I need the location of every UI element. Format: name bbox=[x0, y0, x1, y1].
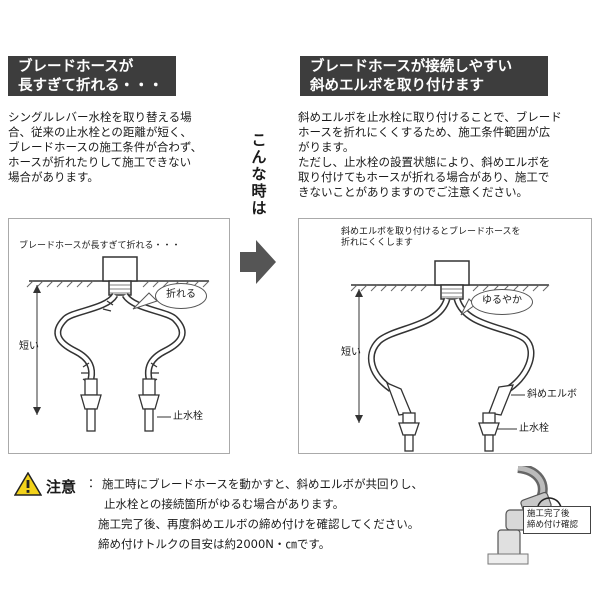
right-paragraph-line: がります。 bbox=[298, 140, 355, 154]
left-paragraph-line: ブレードホースの施工条件が合わず、 bbox=[8, 140, 203, 154]
bent-hose-illustration bbox=[26, 256, 210, 432]
left-paragraph-line: シングルレバー水栓を取り替える場 bbox=[8, 110, 192, 124]
warning-icon bbox=[14, 472, 42, 496]
left-paragraph: シングルレバー水栓を取り替える場 合、従来の止水栓との距離が短く、 ブレードホー… bbox=[8, 110, 202, 185]
right-paragraph-line: ただし、止水栓の設置状態により、斜めエルボを bbox=[298, 155, 551, 169]
inset-label-line: 施工完了後 bbox=[527, 509, 570, 519]
right-paragraph-line: 斜めエルボを止水栓に取り付けることで、ブレード bbox=[298, 110, 562, 124]
vertical-char: 時 bbox=[251, 182, 267, 200]
caption-line: 斜めエルボを取り付けるとブレードホースを bbox=[341, 227, 521, 237]
caution-line: 施工完了後、再度斜めエルボの締め付けを確認してください。 bbox=[98, 517, 420, 531]
left-diagram-caption: ブレードホースが長すぎて折れる・・・ bbox=[19, 241, 181, 251]
vertical-char: な bbox=[251, 165, 267, 183]
left-heading-line-1: ブレードホースが bbox=[18, 59, 134, 75]
vertical-char: こ bbox=[251, 131, 267, 149]
inset-label-line: 締め付け確認 bbox=[527, 520, 579, 530]
right-paragraph-line: 取り付けてもホースが折れる場合があり、施工で bbox=[298, 170, 550, 184]
right-paragraph: 斜めエルボを止水栓に取り付けることで、ブレード ホースを折れにくくするため、施工… bbox=[298, 110, 562, 200]
left-diagram: ブレードホースが長すぎて折れる・・・ 折れる 短い 止水栓 bbox=[8, 218, 230, 454]
elbow-hose-illustration bbox=[350, 260, 550, 452]
vertical-label: こ ん な 時 は bbox=[246, 132, 272, 217]
caution-colon: ： bbox=[88, 476, 101, 490]
vertical-char: は bbox=[251, 199, 267, 217]
right-paragraph-line: ホースを折れにくくするため、施工条件範囲が広 bbox=[298, 125, 551, 139]
right-arrow-icon bbox=[240, 240, 276, 284]
right-diagram-caption: 斜めエルボを取り付けるとブレードホースを 折れにくくします bbox=[341, 227, 521, 249]
caution-line: 止水栓との接続箇所がゆるむ場合があります。 bbox=[104, 497, 345, 511]
caption-line: 折れにくくします bbox=[341, 238, 413, 248]
right-valve-label: 止水栓 bbox=[519, 423, 549, 434]
right-diagram: 斜めエルボを取り付けるとブレードホースを 折れにくくします ゆるやか 短い 斜め… bbox=[298, 218, 592, 454]
right-heading: ブレードホースが接続しやすい 斜めエルボを取り付けます bbox=[300, 56, 548, 96]
kink-bubble: 折れる bbox=[155, 283, 207, 309]
left-valve-label: 止水栓 bbox=[173, 411, 203, 422]
left-paragraph-line: 場合があります。 bbox=[8, 170, 99, 184]
caution-line: 締め付けトルクの目安は約2000N・㎝です。 bbox=[98, 537, 331, 551]
right-heading-line-1: ブレードホースが接続しやすい bbox=[310, 59, 513, 75]
elbow-label: 斜めエルボ bbox=[527, 389, 577, 400]
inset-label: 施工完了後 締め付け確認 bbox=[523, 506, 591, 534]
left-heading-line-2: 長すぎて折れる・・・ bbox=[18, 78, 163, 94]
gentle-bubble: ゆるやか bbox=[471, 289, 533, 315]
vertical-char: ん bbox=[251, 148, 267, 166]
right-heading-line-2: 斜めエルボを取り付けます bbox=[310, 78, 484, 94]
caution-title: 注意 bbox=[46, 478, 77, 496]
caution-line: 施工時にブレードホースを動かすと、斜めエルボが共回りし、 bbox=[102, 477, 423, 491]
right-short-label: 短い bbox=[341, 347, 361, 358]
left-paragraph-line: ホースが折れたりして施工できない bbox=[8, 155, 192, 169]
left-paragraph-line: 合、従来の止水栓との距離が短く、 bbox=[8, 125, 192, 139]
left-heading: ブレードホースが 長すぎて折れる・・・ bbox=[8, 56, 176, 96]
left-short-label: 短い bbox=[19, 341, 39, 352]
right-paragraph-line: きないことがありますのでご注意ください。 bbox=[298, 185, 528, 199]
